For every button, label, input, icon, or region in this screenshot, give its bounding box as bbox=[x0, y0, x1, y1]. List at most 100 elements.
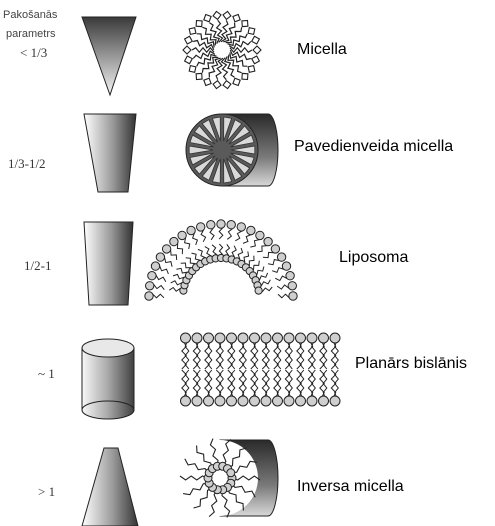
liposome-structure bbox=[145, 220, 297, 300]
lipid-head bbox=[307, 333, 317, 343]
lipid-tail bbox=[231, 370, 235, 397]
lipid-tail bbox=[277, 370, 281, 397]
lipid-head bbox=[181, 333, 191, 343]
lipid-head bbox=[192, 333, 202, 343]
lipid-head bbox=[273, 396, 283, 406]
wide-truncated-cone-shape bbox=[84, 222, 133, 305]
micelle-structure bbox=[183, 11, 261, 88]
lipid-head bbox=[286, 272, 294, 280]
lipid-head bbox=[213, 11, 221, 19]
lipid-tail bbox=[312, 370, 316, 397]
planar-bilayer-structure bbox=[181, 333, 341, 406]
lipid-head bbox=[204, 333, 214, 343]
cone-shape bbox=[82, 17, 136, 95]
lipid-tail bbox=[254, 342, 258, 369]
lipid-tail bbox=[300, 370, 304, 397]
lipid-head bbox=[242, 21, 248, 27]
lipid-head bbox=[227, 396, 237, 406]
lipid-head bbox=[227, 333, 237, 343]
inverse-micelle-structure bbox=[180, 439, 278, 518]
lipid-head bbox=[145, 292, 153, 300]
lipid-tail bbox=[312, 342, 316, 369]
lipid-head bbox=[148, 272, 156, 280]
lipid-tail bbox=[185, 342, 189, 369]
lipid-tail bbox=[323, 370, 327, 397]
lipid-head bbox=[192, 396, 202, 406]
lipid-head bbox=[233, 15, 240, 22]
packing-parameter-header: Pakošanās parametrs < 1/3 bbox=[3, 9, 58, 60]
lipid-head bbox=[261, 333, 271, 343]
lipid-head bbox=[196, 73, 202, 79]
lipid-head bbox=[319, 333, 329, 343]
lipid-tail bbox=[323, 342, 327, 369]
lipid-head bbox=[255, 287, 262, 294]
lipid-head bbox=[247, 226, 255, 234]
lipid-head bbox=[264, 237, 272, 245]
lipid-head bbox=[207, 221, 215, 229]
lipid-head bbox=[253, 46, 261, 54]
label-micella: Micella bbox=[297, 41, 347, 58]
lipid-head bbox=[261, 396, 271, 406]
lipid-head bbox=[223, 81, 231, 89]
lipid-head bbox=[183, 46, 191, 54]
label-inversa-micella: Inversa micella bbox=[297, 478, 404, 495]
lipid-head bbox=[197, 223, 205, 231]
lipid-head bbox=[178, 231, 186, 239]
label-pavedienveida-micella: Pavedienveida micella bbox=[294, 138, 453, 155]
lipid-head bbox=[252, 56, 260, 64]
lipid-tail bbox=[197, 342, 201, 369]
lipid-head bbox=[237, 223, 245, 231]
lipid-head bbox=[273, 333, 283, 343]
lipid-head bbox=[204, 15, 211, 22]
lipid-head bbox=[307, 396, 317, 406]
lipid-head bbox=[282, 262, 290, 270]
lipid-tail bbox=[185, 370, 189, 397]
lipid-tail bbox=[266, 342, 270, 369]
lipid-head bbox=[330, 396, 340, 406]
lipid-head bbox=[185, 36, 193, 44]
lipid-head bbox=[146, 282, 154, 290]
lipid-tail bbox=[231, 342, 235, 369]
lipid-head bbox=[227, 221, 235, 229]
lipid-head bbox=[242, 73, 248, 79]
lipid-tail bbox=[197, 370, 201, 397]
truncated-cone-shape bbox=[84, 114, 136, 192]
param-label-row-4: ~ 1 bbox=[38, 366, 55, 381]
label-liposoma: Liposoma bbox=[339, 249, 408, 266]
lipid-tail bbox=[220, 342, 224, 369]
lipid-head bbox=[223, 11, 231, 19]
lipid-head bbox=[196, 21, 202, 27]
lipid-tail bbox=[277, 342, 281, 369]
lipid-head bbox=[189, 28, 196, 35]
lipid-head bbox=[170, 237, 178, 245]
lipid-head bbox=[284, 396, 294, 406]
lipid-head bbox=[151, 262, 159, 270]
lipid-tail bbox=[300, 342, 304, 369]
lipid-head bbox=[296, 396, 306, 406]
lipid-head bbox=[162, 245, 170, 253]
lipid-head bbox=[271, 245, 279, 253]
lipid-tail bbox=[289, 370, 293, 397]
cylinder-shape bbox=[82, 339, 134, 419]
lipid-tail bbox=[266, 370, 270, 397]
lipid-head bbox=[256, 231, 264, 239]
lipid-head bbox=[250, 333, 260, 343]
inverted-cone-shape bbox=[82, 448, 138, 526]
lipid-head bbox=[284, 333, 294, 343]
lipid-tail bbox=[220, 370, 224, 397]
lipid-head bbox=[252, 36, 260, 44]
header-line-2: parametrs bbox=[6, 28, 56, 40]
lipid-head bbox=[289, 292, 297, 300]
lipid-head bbox=[204, 396, 214, 406]
lipid-head bbox=[248, 28, 255, 35]
lipid-head bbox=[238, 333, 248, 343]
lipid-head bbox=[217, 220, 225, 228]
lipid-tail bbox=[289, 342, 293, 369]
lipid-tail bbox=[243, 342, 247, 369]
lipid-head bbox=[277, 253, 285, 261]
header-line-3: < 1/3 bbox=[20, 45, 47, 60]
cylindrical-micelle-structure bbox=[186, 114, 278, 186]
lipid-head bbox=[204, 78, 211, 85]
lipid-head bbox=[181, 396, 191, 406]
